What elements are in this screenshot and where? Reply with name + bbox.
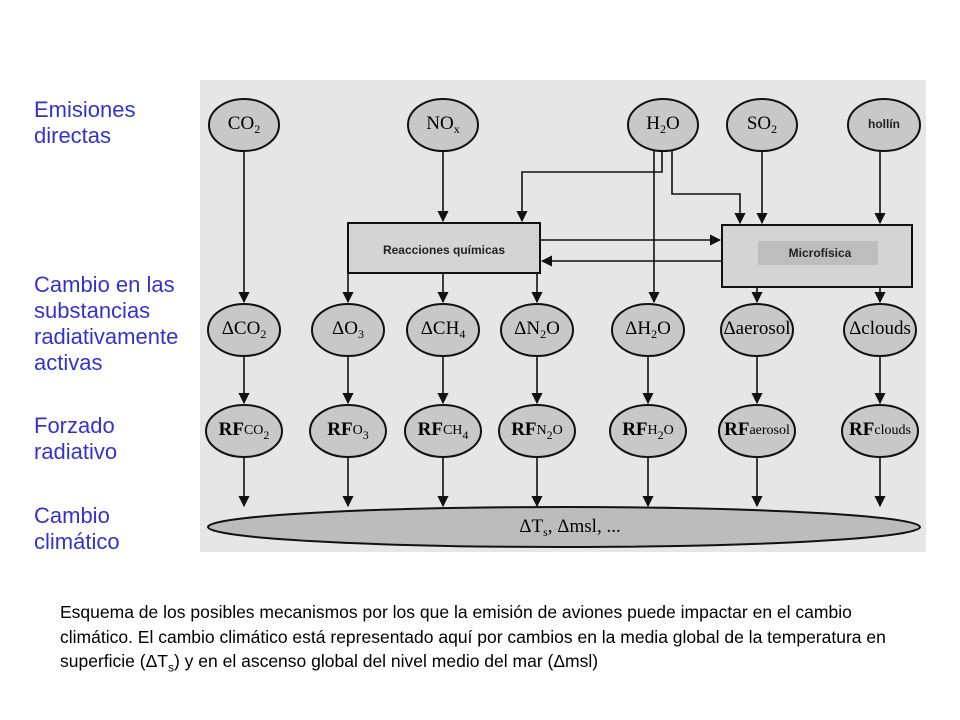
forcing-node-4 [609,404,687,458]
forcing-node-4-label: RFH2O [622,419,674,441]
edge-h2o-to-chem [516,151,663,223]
forcing-node-2-label-rf: RF [418,419,443,440]
emission-node-4 [847,98,921,152]
emission-node-1-label: NOx [426,113,459,135]
edge-h2o-to-micro [671,151,746,225]
emission-node-1 [407,98,479,152]
change-node-2-label: ΔCH4 [421,318,466,340]
label-cambio-substancias: Cambio en las substancias radiativamente… [34,272,179,375]
forcing-node-6-label-rf: RF [849,419,874,440]
change-node-0-label: ΔCO2 [222,318,267,340]
label-emisiones-directas: Emisiones directas [34,97,136,148]
change-node-3 [500,303,574,357]
forcing-node-0 [205,404,283,458]
forcing-node-2 [404,404,482,458]
forcing-node-0-label: RFCO2 [219,419,270,441]
forcing-node-6 [841,404,919,458]
forcing-node-0-label-rf: RF [219,419,244,440]
forcing-node-1 [309,404,387,458]
forcing-node-3-label: RFN2O [511,419,563,441]
emission-node-3 [726,98,798,152]
change-node-0 [207,303,281,357]
forcing-node-3 [498,404,576,458]
caption-delta-msl: Δmsl [553,651,593,671]
caption-part-2: ) y en el ascenso global del nivel medio… [173,651,554,671]
forcing-node-3-label-rf: RF [511,419,536,440]
microphysics-box-label: Microfísica [789,246,852,260]
microphysics-label-bg [758,241,878,265]
forcing-node-5 [718,404,796,458]
forcing-node-4-label-rf: RF [622,419,647,440]
emission-node-0 [208,98,280,152]
change-node-6 [843,303,917,357]
forcing-node-5-label: RFaerosol [724,419,790,440]
emission-node-0-label: CO2 [228,113,260,135]
caption-part-3: ) [592,651,599,671]
change-node-6-label: Δclouds [849,318,911,339]
forcing-node-5-label-rf: RF [724,419,749,440]
change-node-1-label: ΔO3 [332,318,364,340]
climate-change-label: ΔTs, Δmsl, ... [519,516,620,538]
figure-caption: Esquema de los posibles mecanismos por l… [60,600,920,680]
change-node-4-label: ΔH2O [625,318,671,340]
change-node-2 [406,303,480,357]
change-node-4 [611,303,685,357]
change-node-5-label: Δaerosol [723,318,790,339]
forcing-node-6-label: RFclouds [849,419,911,440]
change-node-3-label: ΔN2O [514,318,560,340]
caption-delta-t-sub: s [167,660,174,675]
change-node-1 [311,303,385,357]
caption-part-1: Esquema de los posibles mecanismos por l… [60,602,886,671]
change-node-5 [720,303,794,357]
forcing-node-1-label-rf: RF [327,419,352,440]
emission-node-2 [627,98,699,152]
forcing-node-2-label: RFCH4 [418,419,469,441]
emission-node-4-label: hollín [868,117,900,131]
forcing-node-1-label: RFO3 [327,419,368,441]
caption-delta-t: ΔT [145,651,168,671]
chemistry-box [347,222,541,274]
label-forzado-radiativo: Forzado radiativo [34,413,118,464]
label-cambio-climatico: Cambio climático [34,503,120,554]
chemistry-box-label: Reacciones químicas [383,243,505,257]
climate-change-node [207,506,921,548]
emission-node-3-label: SO2 [747,113,777,135]
emission-node-2-label: H2O [646,113,679,135]
